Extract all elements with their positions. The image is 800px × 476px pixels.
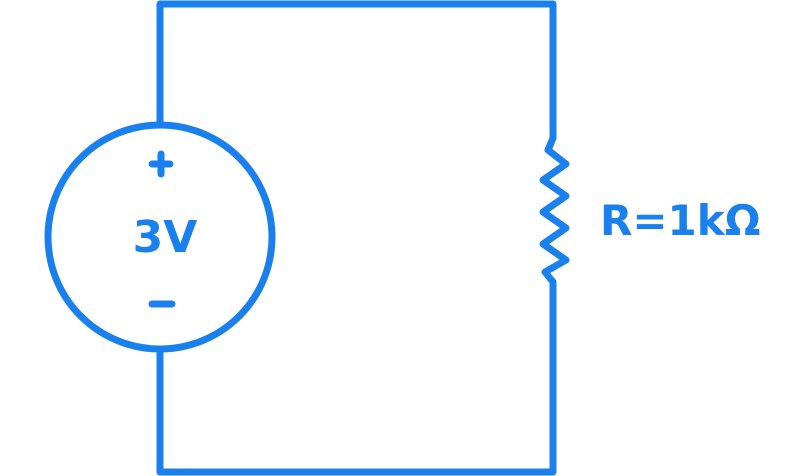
- source-voltage-label: 3V: [133, 212, 198, 263]
- top-wire: [156, 0, 557, 142]
- resistor-value-label: R=1kΩ: [600, 196, 760, 245]
- positive-terminal-sign: [148, 150, 174, 178]
- resistor-symbol: [539, 134, 570, 286]
- voltage-source-symbol: [44, 121, 276, 353]
- bottom-wire: [156, 278, 557, 476]
